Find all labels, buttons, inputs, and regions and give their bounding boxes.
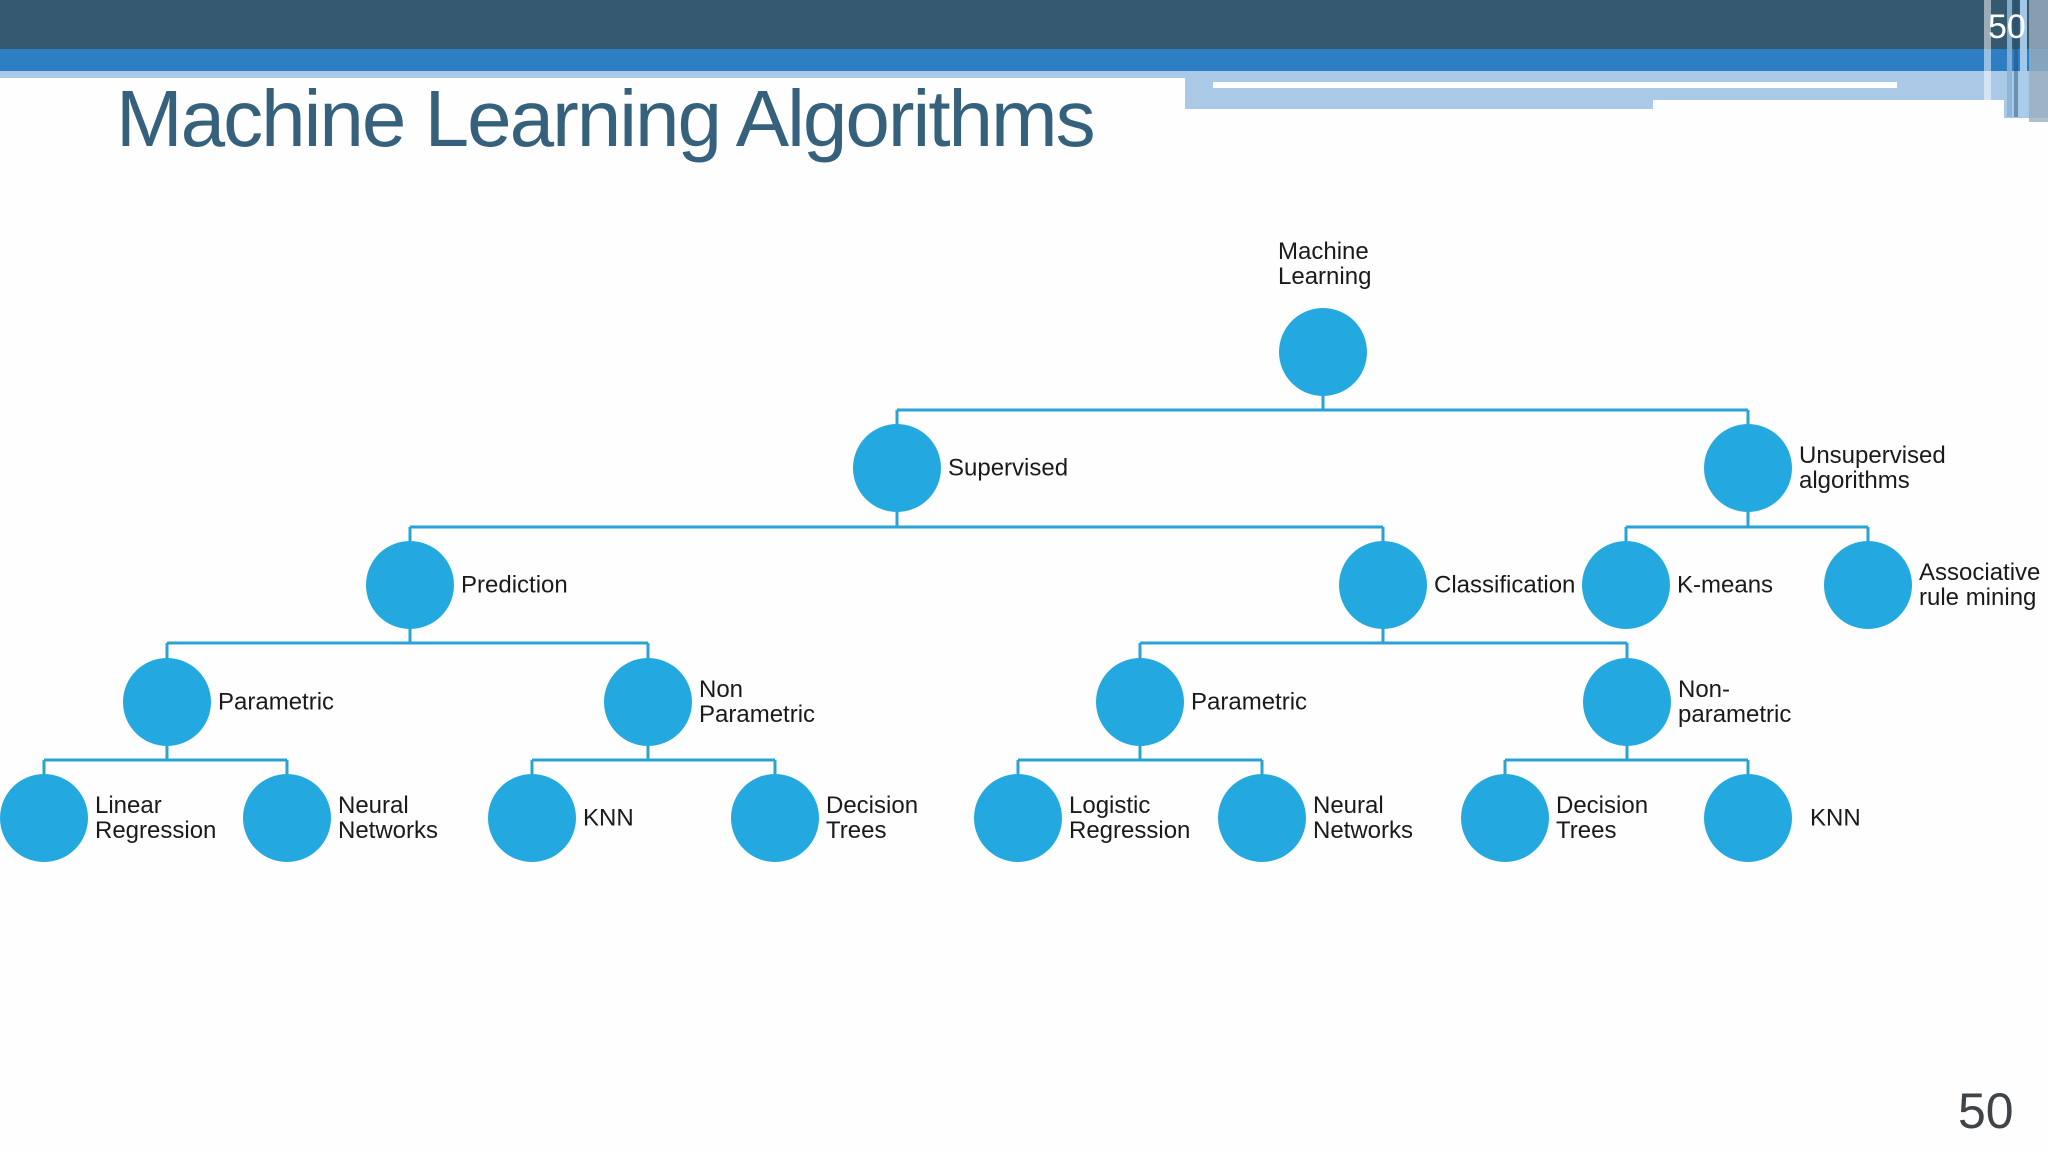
- node-circle-unsupervised: [1704, 424, 1792, 512]
- node-label-machine-learning: Machine Learning: [1278, 238, 1372, 290]
- header-vertical-stripe: [1984, 0, 1991, 100]
- node-circle-k-means: [1582, 541, 1670, 629]
- node-label-classification: Classification: [1434, 571, 1576, 599]
- node-circle-decision-trees-prediction: [731, 774, 819, 862]
- node-label-associative-rule-mining: Associative rule mining: [1919, 559, 2041, 611]
- node-circle-machine-learning: [1279, 308, 1367, 396]
- header-vertical-stripe: [2029, 0, 2048, 122]
- node-label-k-means: K-means: [1677, 571, 1774, 599]
- header-light-stripe: [0, 71, 2048, 78]
- header-blue-stripe: [0, 49, 2048, 71]
- node-label-prediction: Prediction: [461, 571, 568, 599]
- header-vertical-stripe: [2020, 0, 2027, 117]
- node-label-neural-networks-classification: Neural Networks: [1313, 792, 1414, 844]
- node-label-linear-regression: Linear Regression: [95, 792, 217, 844]
- node-circle-neural-networks-classification: [1218, 774, 1306, 862]
- node-circle-classification: [1339, 541, 1427, 629]
- header-substrip-left: [1185, 100, 1653, 109]
- node-label-neural-networks-prediction: Neural Networks: [338, 792, 439, 844]
- node-circle-parametric-prediction: [123, 658, 211, 746]
- node-label-knn-prediction: KNN: [583, 804, 634, 832]
- page-number-bottom: 50: [1958, 1083, 2014, 1139]
- node-label-decision-trees-classification: Decision Trees: [1556, 792, 1649, 844]
- node-label-logistic-regression: Logistic Regression: [1069, 792, 1191, 844]
- node-circle-prediction: [366, 541, 454, 629]
- node-circle-parametric-classification: [1096, 658, 1184, 746]
- node-circle-knn-prediction: [488, 774, 576, 862]
- header-dark-bar: [0, 0, 2048, 49]
- header-white-line: [1213, 82, 1897, 88]
- node-label-non-parametric-classification: Non- parametric: [1678, 676, 1792, 728]
- node-circle-logistic-regression: [974, 774, 1062, 862]
- node-circle-decision-trees-classification: [1461, 774, 1549, 862]
- header-vertical-stripe: [2007, 0, 2012, 117]
- node-circle-non-parametric-classification: [1583, 658, 1671, 746]
- node-label-decision-trees-prediction: Decision Trees: [826, 792, 919, 844]
- node-label-supervised: Supervised: [948, 454, 1069, 482]
- node-label-knn-classification: KNN: [1810, 804, 1861, 832]
- node-circle-knn-classification: [1704, 774, 1792, 862]
- node-circle-supervised: [853, 424, 941, 512]
- node-circle-linear-regression: [0, 774, 88, 862]
- node-label-parametric-prediction: Parametric: [218, 688, 335, 716]
- node-label-unsupervised: Unsupervised algorithms: [1799, 442, 1946, 494]
- node-circle-associative-rule-mining: [1824, 541, 1912, 629]
- node-circle-neural-networks-prediction: [243, 774, 331, 862]
- slide-title: Machine Learning Algorithms: [116, 74, 1096, 163]
- header-vertical-stripe: [2014, 0, 2018, 117]
- node-label-non-parametric-prediction: Non Parametric: [699, 676, 816, 728]
- node-circle-non-parametric-prediction: [604, 658, 692, 746]
- node-label-parametric-classification: Parametric: [1191, 688, 1308, 716]
- page-number-top: 50: [1988, 8, 2026, 46]
